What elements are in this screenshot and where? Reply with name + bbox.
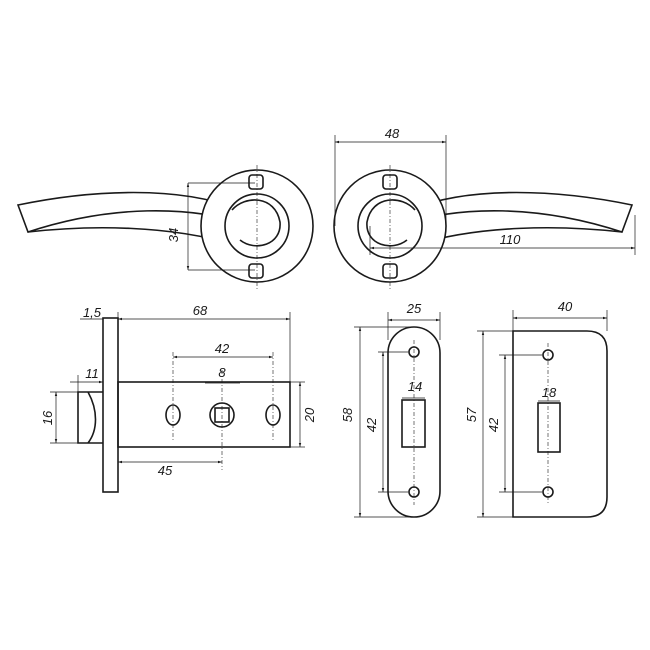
dim-strike1-slot: 14 [408, 379, 422, 394]
dim-bolt-height: 16 [40, 410, 55, 425]
dim-strike1-height: 58 [340, 407, 355, 422]
dim-latch-length: 68 [193, 303, 208, 318]
right-handle: 48 110 [333, 126, 636, 290]
left-handle: 34 [16, 165, 314, 290]
latch: 1,5 68 42 8 11 16 45 20 [40, 303, 317, 493]
dim-backset: 45 [158, 463, 173, 478]
dim-strike2-width: 40 [558, 299, 573, 314]
strike-plate-rounded: 25 58 42 14 [340, 301, 441, 518]
dim-strike2-slot: 18 [542, 385, 557, 400]
dim-bolt-projection: 11 [85, 366, 99, 381]
dim-strike1-width: 25 [406, 301, 422, 316]
dim-hole-spacing: 42 [215, 341, 230, 356]
dim-rosette-width: 48 [385, 126, 400, 141]
dim-faceplate-thickness: 1,5 [83, 305, 102, 320]
dim-strike2-height: 57 [464, 407, 479, 422]
dim-strike2-hole-spacing: 42 [486, 417, 501, 432]
strike-plate-box: 40 57 42 18 [464, 299, 608, 518]
dim-latch-body-height: 20 [302, 407, 317, 423]
dim-strike1-hole-spacing: 42 [364, 417, 379, 432]
dim-handle-height: 34 [166, 228, 181, 242]
dim-spindle: 8 [218, 365, 226, 380]
dim-lever-length: 110 [500, 232, 521, 247]
